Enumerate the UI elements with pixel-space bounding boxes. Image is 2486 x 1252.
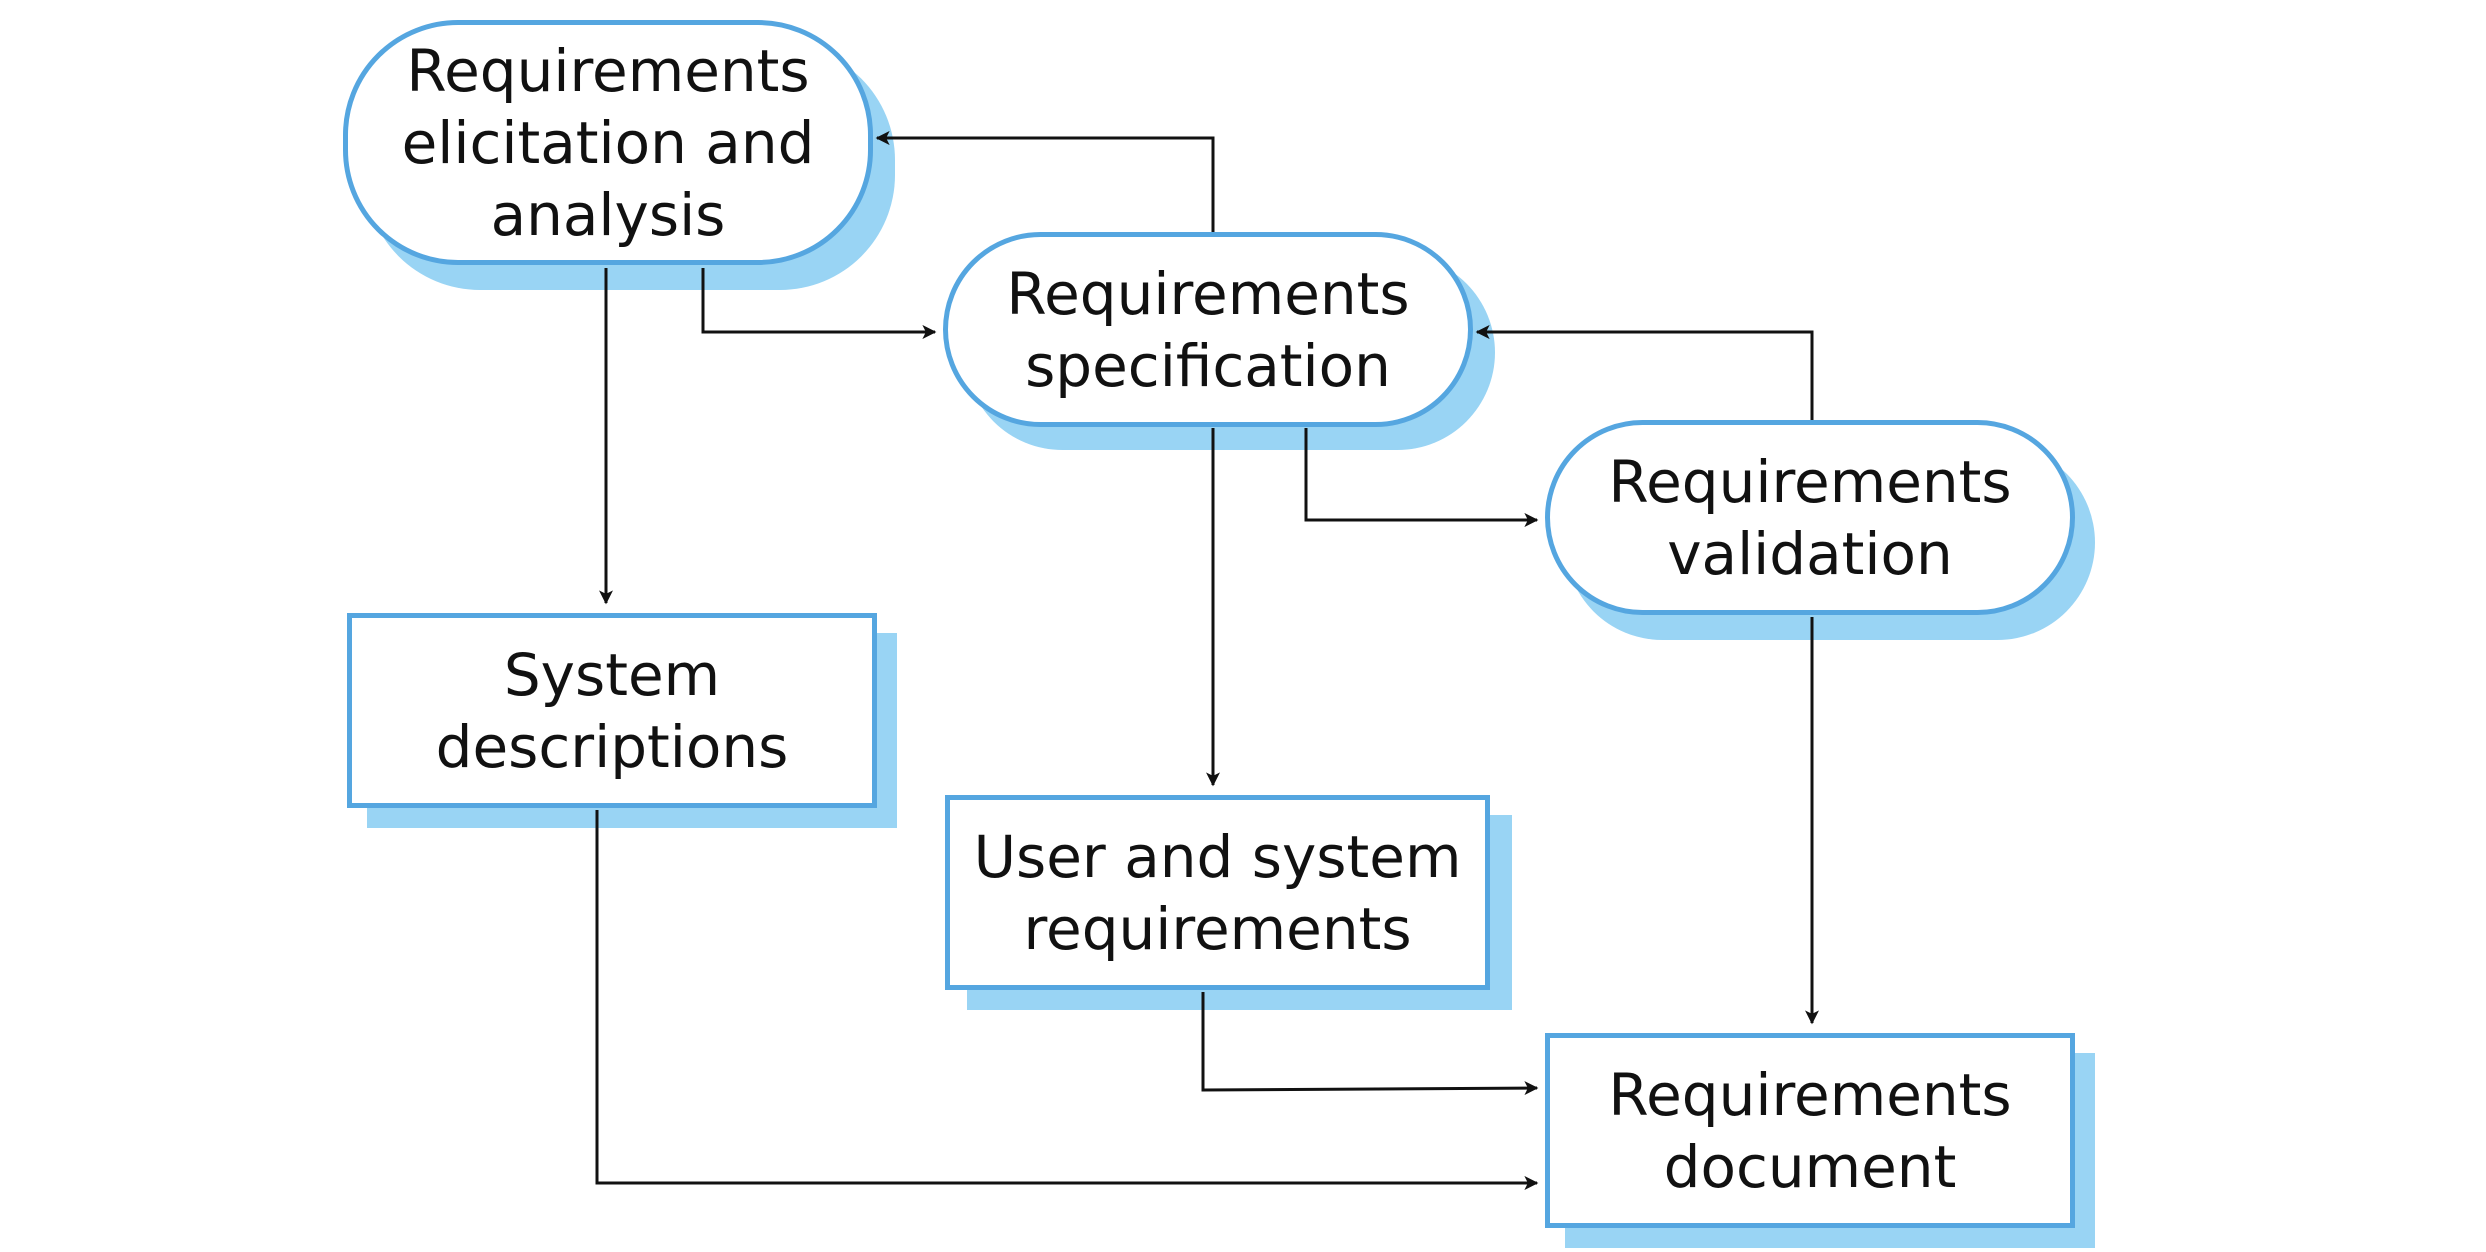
system-descriptions-label: System descriptions (435, 640, 789, 781)
requirements-document-node: Requirements document (1545, 1033, 2075, 1228)
requirements-specification-label: Requirements specification (1006, 259, 1410, 400)
requirements-elicitation-label: Requirements elicitation and analysis (401, 36, 815, 249)
user-system-requirements-label: User and system requirements (973, 822, 1462, 963)
arrow-specification-to-elicitation (875, 131, 1215, 232)
requirements-specification-node: Requirements specification (943, 232, 1473, 427)
requirements-validation-node: Requirements validation (1545, 420, 2075, 615)
arrow-validation-to-specification (1475, 325, 1814, 420)
requirements-validation-label: Requirements validation (1608, 447, 2012, 588)
requirements-document-label: Requirements document (1608, 1060, 2012, 1201)
user-system-requirements-node: User and system requirements (945, 795, 1490, 990)
requirements-elicitation-node: Requirements elicitation and analysis (343, 20, 873, 265)
system-descriptions-node: System descriptions (347, 613, 877, 808)
